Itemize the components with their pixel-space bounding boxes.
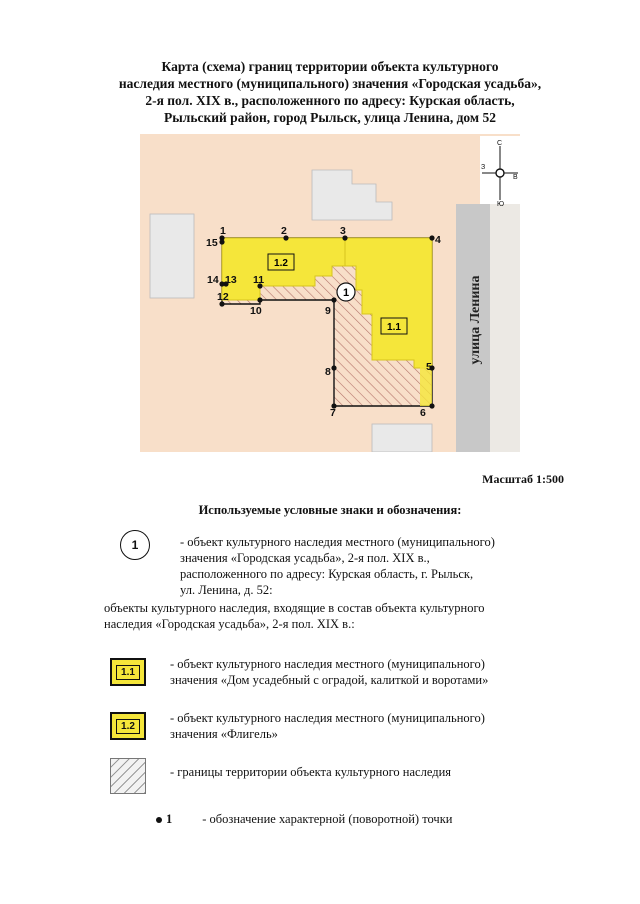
point-label: 13 bbox=[225, 274, 237, 286]
point-marker bbox=[331, 297, 337, 303]
building-label-1-2 bbox=[267, 253, 295, 271]
map-scale: Масштаб 1:500 bbox=[482, 472, 564, 486]
compass-center-icon bbox=[495, 168, 505, 178]
point-label: 9 bbox=[325, 305, 331, 317]
compass-north: С bbox=[497, 140, 502, 147]
building-label-1-1-text: 1.1 bbox=[387, 322, 401, 333]
point-marker bbox=[219, 301, 225, 307]
point-marker bbox=[429, 235, 435, 241]
point-marker bbox=[429, 403, 435, 409]
compass-south: Ю bbox=[497, 201, 504, 208]
legend-line: - объект культурного наследия местного (… bbox=[170, 657, 485, 671]
point-marker bbox=[429, 365, 435, 371]
point-dot-icon bbox=[156, 817, 162, 824]
map-title: Карта (схема) границ территории объекта … bbox=[60, 58, 600, 126]
legend-territory-hatch-icon bbox=[110, 758, 146, 794]
point-label: 10 bbox=[250, 305, 262, 317]
legend-point: 1 - обозначение характерной (поворотной) … bbox=[156, 812, 452, 827]
title-line: Карта (схема) границ территории объекта … bbox=[161, 59, 499, 74]
legend-line: - объект культурного наследия местного (… bbox=[170, 711, 485, 725]
neighbor-building bbox=[311, 169, 393, 221]
point-label: 4 bbox=[435, 234, 441, 246]
building-label-1-1 bbox=[380, 317, 408, 335]
point-marker bbox=[257, 297, 263, 303]
legend-line: расположенного по адресу: Курская област… bbox=[180, 567, 474, 581]
point-labels: 1 2 3 4 5 6 7 8 9 10 11 12 13 14 15 bbox=[206, 225, 441, 419]
legend-line: значения «Флигель» bbox=[170, 727, 278, 741]
point-label: 3 bbox=[340, 225, 346, 237]
title-line: Рыльский район, город Рыльск, улица Лени… bbox=[163, 110, 496, 125]
legend-symbol-1-1: 1.1 bbox=[110, 658, 146, 686]
points bbox=[219, 235, 435, 409]
ramp-strip bbox=[420, 360, 432, 406]
object-symbol-icon: 1 bbox=[120, 530, 150, 560]
legend-symbol-1-2: 1.2 bbox=[110, 712, 146, 740]
point-marker bbox=[219, 281, 225, 287]
legend-line: значения «Городская усадьба», 2-я пол. X… bbox=[180, 551, 430, 565]
legend-line: наследия «Городская усадьба», 2-я пол. X… bbox=[104, 617, 355, 631]
legend-point-text: - обозначение характерной (поворотной) т… bbox=[202, 812, 453, 826]
legend-symbol-label: 1.1 bbox=[116, 664, 140, 680]
neighbor-building bbox=[371, 423, 433, 452]
cadastral-map: 1.2 1.1 1 1 2 3 4 5 6 7 8 9 10 11 12 13 bbox=[140, 134, 520, 452]
neighbor-building bbox=[149, 213, 195, 299]
point-label: 2 bbox=[281, 225, 287, 237]
sidewalk-strip bbox=[490, 204, 520, 452]
point-marker bbox=[257, 283, 263, 289]
legend-line: объекты культурного наследия, входящие в… bbox=[104, 601, 485, 615]
building-label-1-2-text: 1.2 bbox=[274, 258, 288, 269]
point-label: 1 bbox=[220, 225, 226, 237]
legend-object-text: - объект культурного наследия местного (… bbox=[180, 534, 495, 598]
point-label: 15 bbox=[206, 237, 218, 249]
legend-composition-text: объекты культурного наследия, входящие в… bbox=[104, 600, 485, 632]
compass-west: З bbox=[481, 164, 485, 171]
title-line: наследия местного (муниципального) значе… bbox=[118, 76, 542, 91]
point-marker bbox=[219, 235, 225, 241]
legend-line: - объект культурного наследия местного (… bbox=[180, 535, 495, 549]
legend-item-1-1-text: - объект культурного наследия местного (… bbox=[170, 656, 488, 688]
point-marker bbox=[223, 281, 229, 287]
point-label: 8 bbox=[325, 366, 331, 378]
legend-line: ул. Ленина, д. 52: bbox=[180, 583, 273, 597]
point-label: 5 bbox=[426, 361, 432, 373]
legend-item-1-2-text: - объект культурного наследия местного (… bbox=[170, 710, 485, 742]
legend-territory-text: - границы территории объекта культурного… bbox=[170, 765, 452, 779]
object-marker-text: 1 bbox=[343, 287, 349, 299]
legend-symbol-label: 1.2 bbox=[116, 718, 140, 734]
point-label: 6 bbox=[420, 407, 426, 419]
point-label: 7 bbox=[330, 407, 336, 419]
point-marker bbox=[331, 365, 337, 371]
street-label: улица Ленина bbox=[468, 276, 483, 365]
point-marker bbox=[331, 403, 337, 409]
point-marker bbox=[219, 239, 225, 245]
point-label: 11 bbox=[253, 274, 264, 286]
point-marker bbox=[342, 235, 348, 241]
legend-title: Используемые условные знаки и обозначени… bbox=[198, 503, 462, 517]
compass-rose: С Ю З В bbox=[481, 140, 518, 208]
point-label: 14 bbox=[207, 274, 219, 286]
legend-point-number: 1 bbox=[166, 812, 173, 826]
point-label: 12 bbox=[217, 291, 229, 303]
legend-line: значения «Дом усадебный с оградой, калит… bbox=[170, 673, 489, 687]
title-line: 2-я пол. XIX в., расположенного по адрес… bbox=[145, 93, 515, 108]
compass-east: В bbox=[513, 174, 518, 181]
point-marker bbox=[283, 235, 289, 241]
object-marker bbox=[336, 282, 356, 302]
street-strip bbox=[456, 204, 490, 452]
